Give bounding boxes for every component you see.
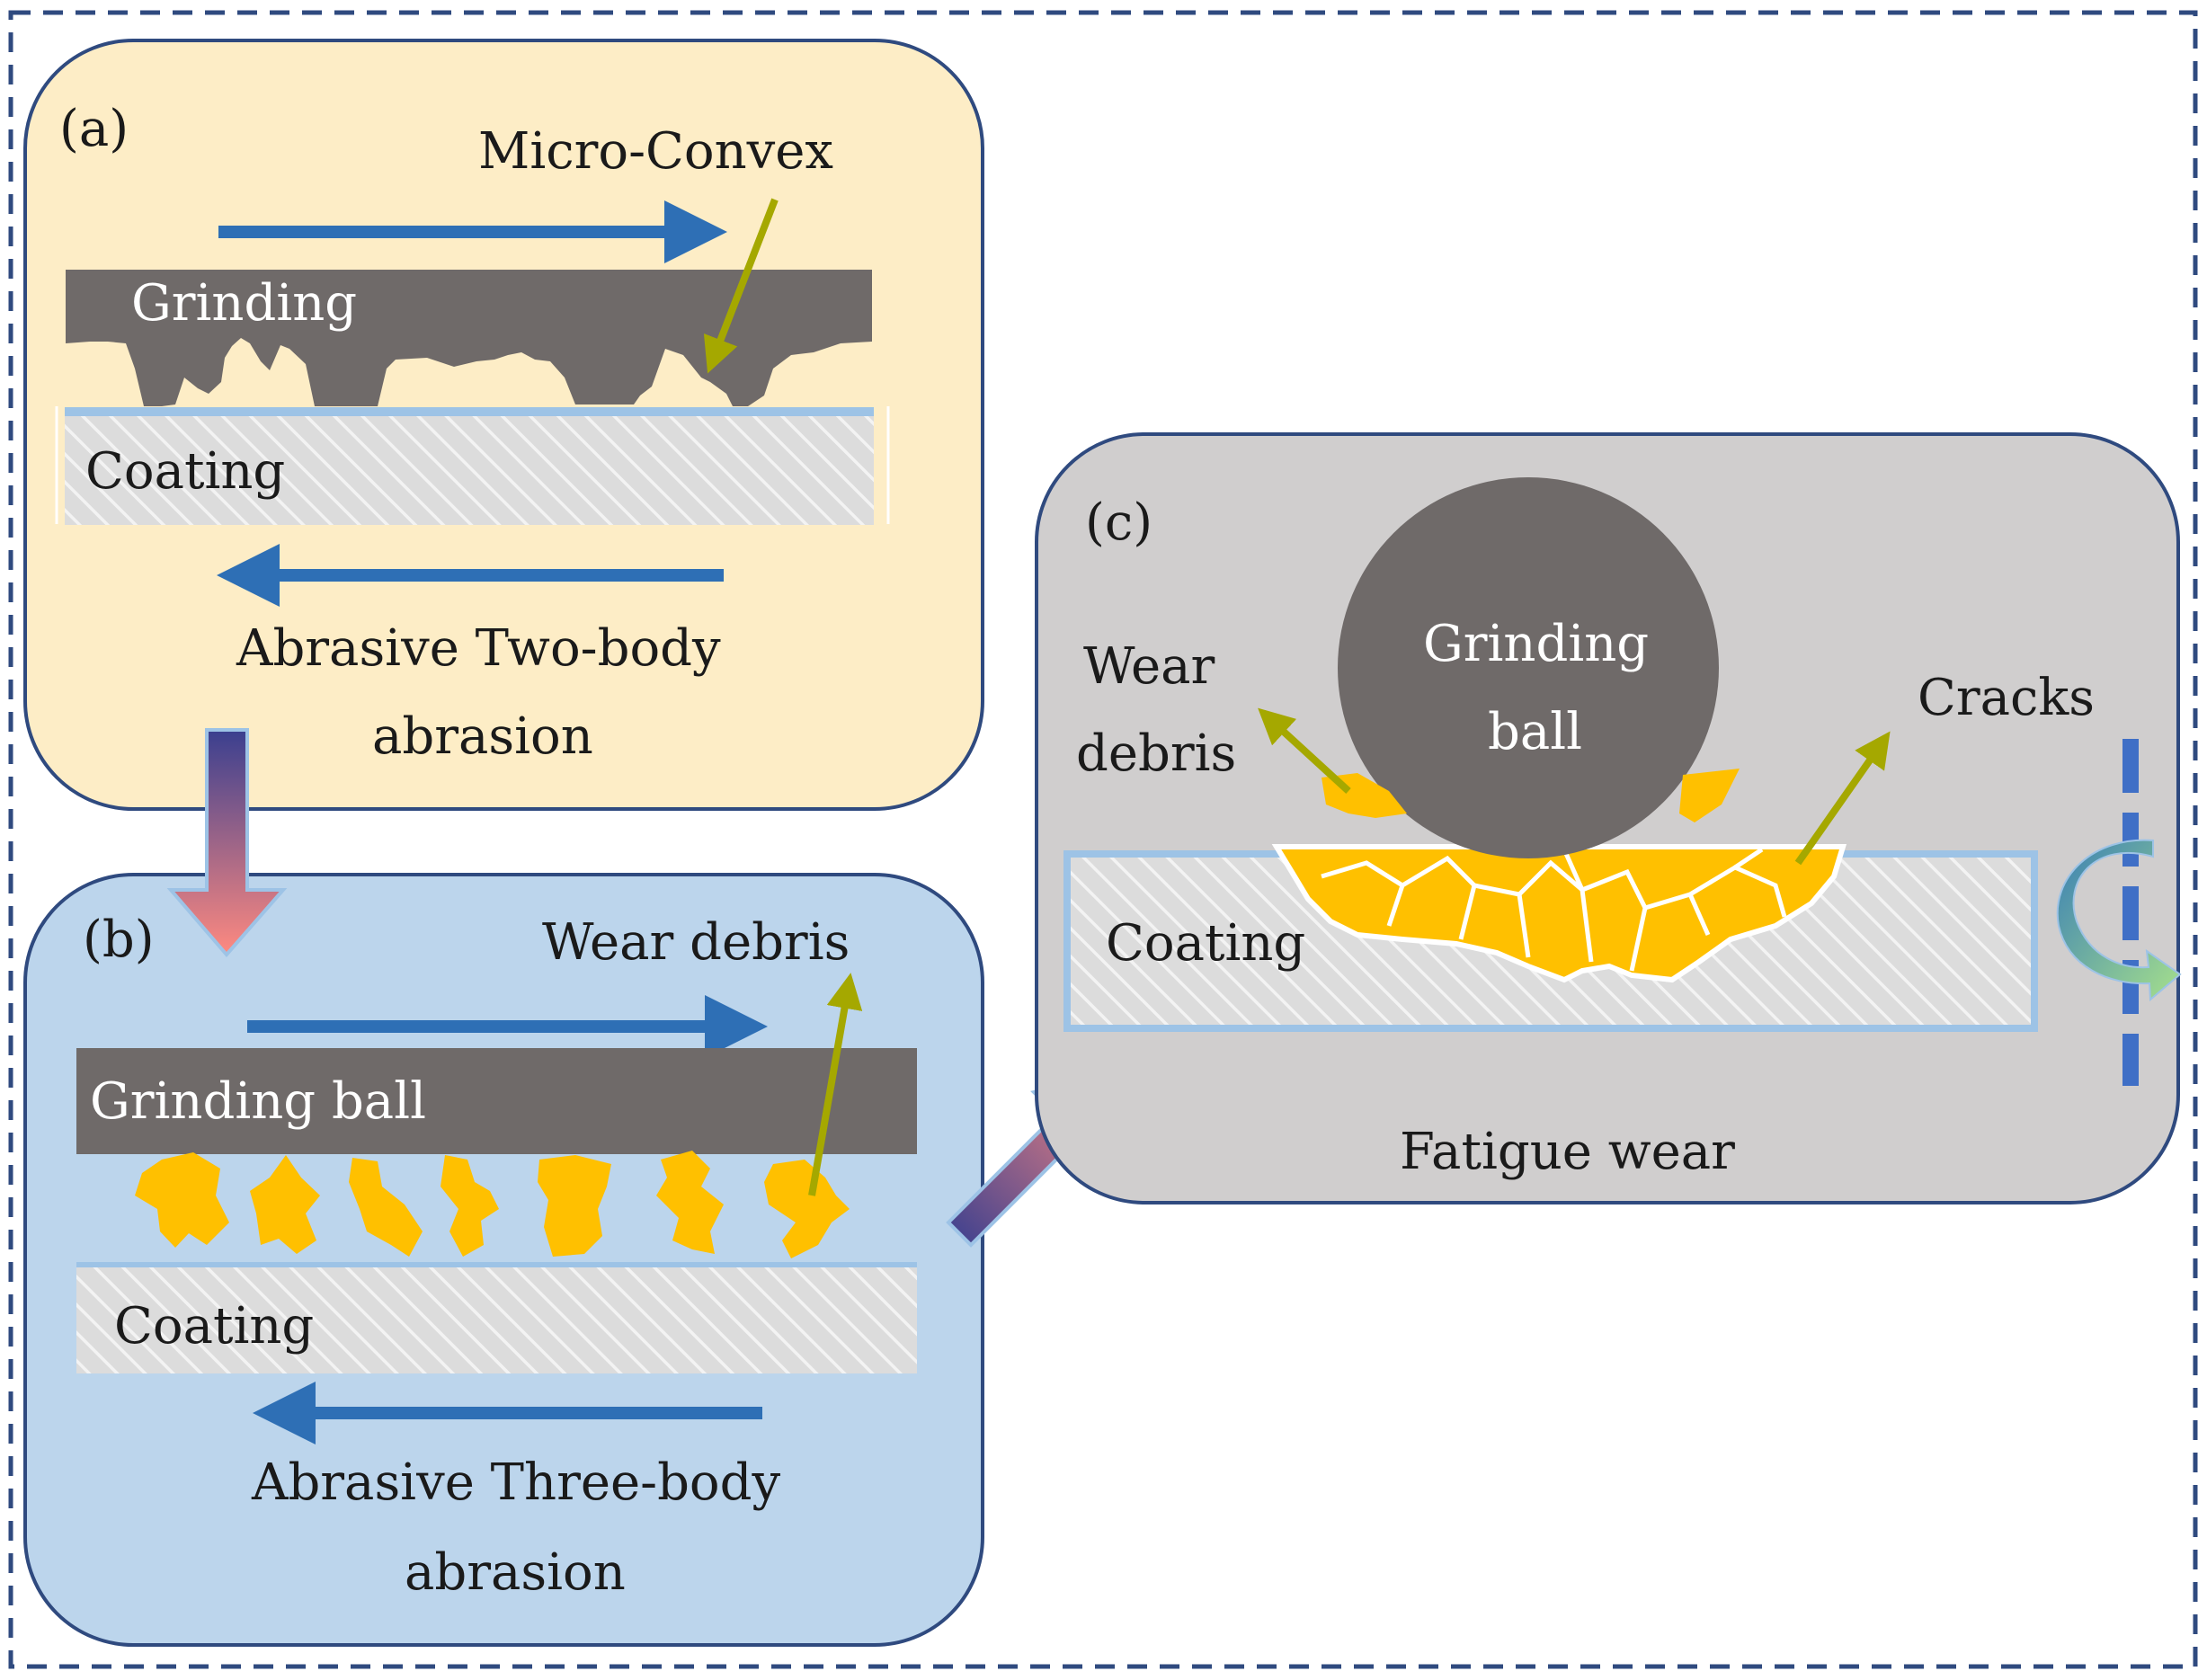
grinding-ball	[1338, 477, 1719, 858]
caption-a-line2: abrasion	[372, 707, 593, 766]
crack-line	[1562, 848, 1585, 892]
caption-b-line2: abrasion	[405, 1543, 626, 1602]
outer-frame	[8, 10, 2198, 1669]
crack-line	[1581, 868, 1648, 972]
wear-debris-label-line2: debris	[1076, 724, 1236, 783]
debris-particle	[538, 1155, 611, 1257]
crack-line	[1517, 859, 1594, 963]
transition-arrow-a-to-b	[166, 728, 288, 958]
panel-a: (a) Micro-Convex Grinding Coating Abrasi…	[23, 39, 984, 811]
crack-line	[1321, 860, 1405, 927]
coating-label: Coating	[114, 1297, 314, 1356]
panel-c: (c) Coating Grinding ball Wear debris	[1035, 432, 2182, 1204]
crack-line	[1733, 847, 1764, 870]
cracks-label: Cracks	[1918, 669, 2095, 727]
cracks-arrow	[1794, 731, 1891, 866]
coating-layer	[65, 413, 874, 525]
coating-label: Coating	[85, 442, 285, 501]
grinding-label: Grinding	[131, 274, 357, 333]
panel-b-box	[23, 873, 984, 1647]
debris-particle	[250, 1155, 320, 1254]
panel-b: (b) Wear debris Grinding ball Coating Ab…	[23, 873, 984, 1647]
grinding-surface	[66, 270, 872, 406]
coating-label: Coating	[1106, 914, 1305, 973]
crack-lines	[1321, 847, 1787, 972]
micro-convex-label: Micro-Convex	[478, 122, 833, 181]
crack-line	[1401, 855, 1477, 940]
panel-b-tag: (b)	[83, 911, 155, 969]
wear-debris-arrow	[808, 973, 863, 1196]
panel-a-tag: (a)	[59, 100, 129, 158]
debris-particle	[135, 1152, 229, 1248]
micro-convex-arrow	[703, 198, 779, 374]
debris-particle	[764, 1160, 850, 1258]
cracked-wear-zone	[1271, 844, 1847, 983]
fatigue-wear-caption: Fatigue wear	[1400, 1123, 1735, 1181]
debris-particle	[441, 1155, 499, 1257]
grinding-ball-label: Grinding ball	[90, 1072, 426, 1131]
grinding-ball-slab	[76, 1048, 917, 1154]
debris-particle	[656, 1151, 724, 1254]
wear-debris-label-line1: Wear	[1083, 637, 1215, 696]
coating-layer	[76, 1267, 917, 1373]
rotation-arrow	[2056, 839, 2182, 1002]
caption-a-line1: Abrasive Two-body	[236, 619, 721, 678]
crack-line	[1688, 865, 1787, 918]
panel-c-tag: (c)	[1085, 493, 1152, 552]
wear-debris-arrow	[1258, 707, 1351, 794]
wear-debris-label: Wear debris	[542, 913, 850, 972]
debris-particle	[349, 1158, 423, 1257]
grinding-ball-label-line1: Grinding	[1423, 615, 1649, 673]
debris-particles	[135, 1151, 850, 1258]
debris-particle	[1679, 769, 1740, 822]
caption-b-line1: Abrasive Three-body	[251, 1453, 780, 1512]
grinding-ball-label-line2: ball	[1488, 703, 1582, 761]
